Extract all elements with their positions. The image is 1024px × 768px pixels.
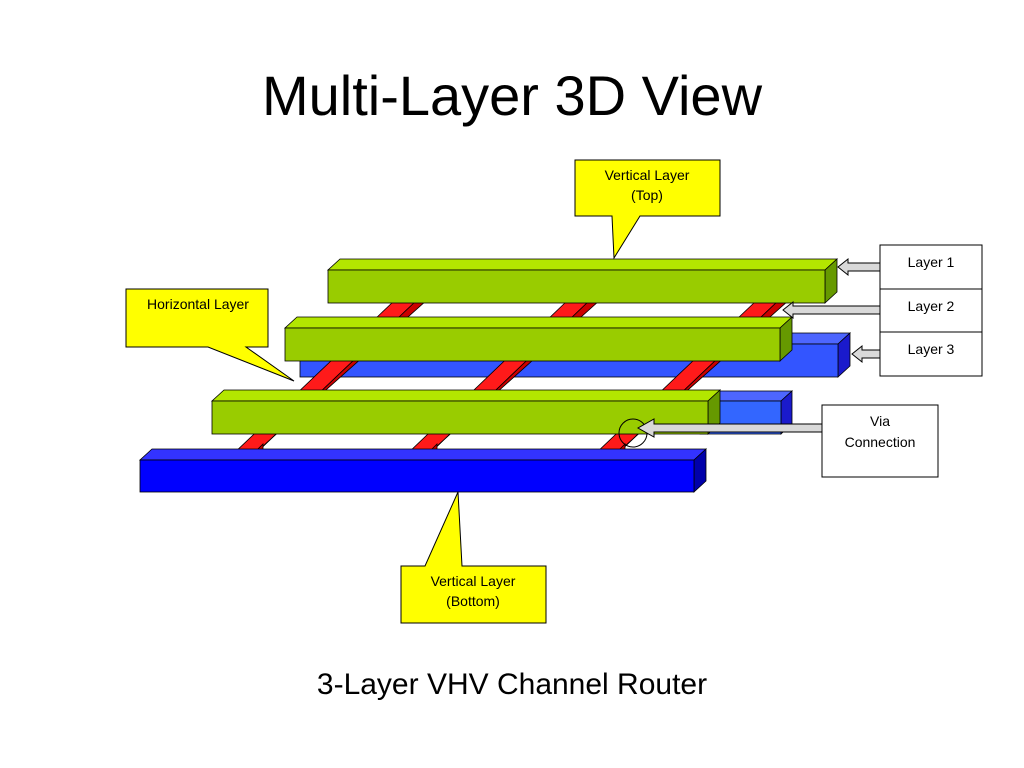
subtitle: 3-Layer VHV Channel Router	[316, 668, 708, 701]
callout-vertical-top-line1: Vertical Layer	[605, 167, 690, 183]
callout-vertical-top-line2: (Top)	[631, 187, 663, 203]
legend-arrow-1	[837, 257, 881, 277]
page-title: Multi-Layer 3D View	[261, 64, 763, 127]
callout-vertical-bottom: Vertical Layer (Bottom)	[400, 491, 547, 624]
via-connection-box: Via Connection	[821, 404, 939, 478]
via-line1: Via	[870, 413, 890, 429]
via-line2: Connection	[845, 434, 916, 450]
legend-layer-2: Layer 2	[908, 298, 955, 314]
legend-arrow-2	[782, 300, 881, 320]
legend-arrow-3	[851, 344, 881, 364]
callout-horizontal: Horizontal Layer	[125, 288, 295, 382]
via-arrow	[636, 418, 823, 438]
blue-bar-front	[138, 448, 708, 493]
layer-legend: Layer 1 Layer 2 Layer 3	[879, 244, 983, 377]
legend-layer-3: Layer 3	[908, 341, 955, 357]
green-bar-top	[326, 258, 839, 304]
green-bar-front	[210, 389, 722, 435]
callout-vertical-bottom-line2: (Bottom)	[446, 593, 500, 609]
legend-layer-1: Layer 1	[908, 254, 955, 270]
green-bar-middle	[283, 316, 794, 362]
callout-vertical-top: Vertical Layer (Top)	[574, 159, 721, 260]
callout-vertical-bottom-line1: Vertical Layer	[431, 573, 516, 589]
callout-horizontal-text: Horizontal Layer	[147, 296, 249, 312]
